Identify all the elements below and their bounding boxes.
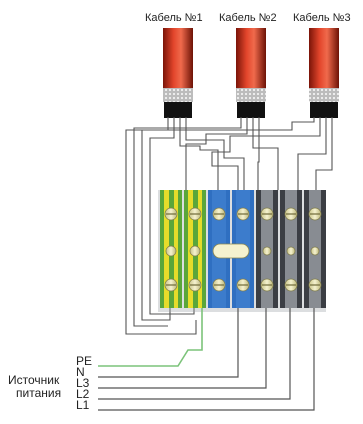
source-label-line2: питания	[16, 386, 62, 400]
source-label-line1: Источник	[8, 373, 60, 387]
wire-n	[98, 308, 239, 378]
cable-3	[309, 28, 339, 118]
wire-pe	[98, 308, 203, 367]
conductor-label-l2: L2	[76, 387, 90, 401]
neutral-jumper	[212, 243, 250, 259]
wire-l2	[98, 308, 291, 400]
conductor-label-l1: L1	[76, 398, 90, 412]
conductor-label-n: N	[76, 365, 85, 379]
screw-slots	[166, 213, 320, 286]
cable-wires	[125, 117, 333, 335]
cable-1	[163, 28, 193, 118]
cable-3-label: Кабель №3	[293, 12, 351, 24]
cable-2	[236, 28, 266, 118]
source-wires	[98, 308, 315, 411]
conductor-label-pe: PE	[76, 354, 93, 368]
cable-2-label: Кабель №2	[219, 12, 277, 24]
cable-1-label: Кабель №1	[145, 12, 203, 24]
conductor-label-l3: L3	[76, 376, 90, 390]
wire-l3	[98, 308, 267, 389]
terminal-block	[158, 190, 326, 312]
wire-l1	[98, 308, 315, 411]
